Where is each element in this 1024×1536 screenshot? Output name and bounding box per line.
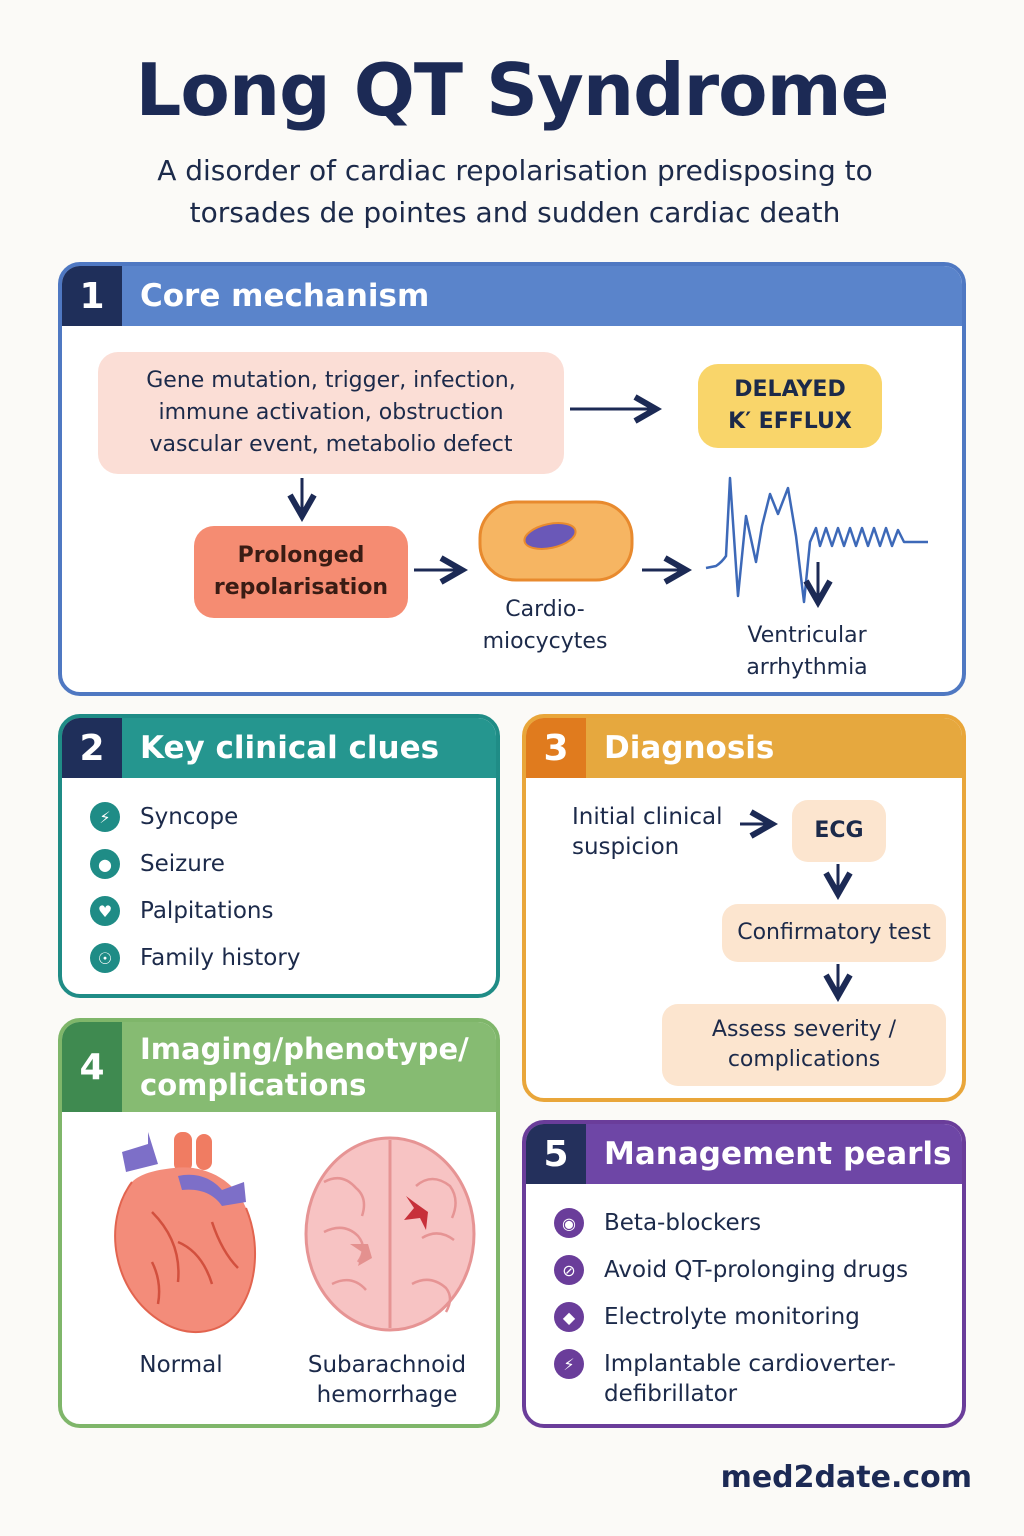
initial-line: suspicion xyxy=(572,834,680,860)
clues-list: ⚡ Syncope ● Seizure ♥ Palpitations ☉ Fam… xyxy=(90,802,486,990)
pill-icon: ◉ xyxy=(554,1208,584,1238)
assess-line: complications xyxy=(727,1047,881,1072)
list-item-label: Avoid QT-prolonging drugs xyxy=(604,1257,909,1283)
ecg-box: ECG xyxy=(792,800,886,862)
list-item: ☉ Family history xyxy=(90,943,486,990)
panel-title: Key clinical clues xyxy=(140,730,440,766)
icd-line: Implantable cardioverter- xyxy=(604,1351,896,1377)
brain-icon xyxy=(304,1136,476,1332)
diagnosis-arrows xyxy=(740,718,962,1098)
causes-line: Gene mutation, trigger, infection, xyxy=(146,368,516,393)
list-item: ◉ Beta-blockers xyxy=(554,1208,952,1255)
page-subtitle: A disorder of cardiac repolarisation pre… xyxy=(100,150,930,234)
panel-title: Core mechanism xyxy=(140,278,430,314)
seizure-icon: ● xyxy=(90,849,120,879)
icd-line: defibrillator xyxy=(604,1381,738,1407)
ventricular-arrhythmia-label: Ventricular arrhythmia xyxy=(722,620,892,684)
drop-icon: ◆ xyxy=(554,1302,584,1332)
cardiomyocytes-label: Cardio- miocycytes xyxy=(450,594,640,658)
ventricular-line: arrhythmia xyxy=(746,655,868,680)
list-item: ● Seizure xyxy=(90,849,486,896)
panel-number: 1 xyxy=(62,266,122,326)
cardio-line: Cardio- xyxy=(505,597,585,622)
initial-line: Initial clinical xyxy=(572,804,723,830)
panel-number: 5 xyxy=(526,1124,586,1184)
cardio-line: miocycytes xyxy=(482,629,608,654)
prolonged-repolarisation-box: Prolonged repolarisation xyxy=(194,526,408,618)
list-item-label: Implantable cardioverter- defibrillator xyxy=(604,1349,896,1409)
core-mechanism-panel: 1 Core mechanism Gene mutation, trigger,… xyxy=(58,262,966,696)
assess-line: Assess severity / xyxy=(711,1017,897,1042)
normal-label: Normal xyxy=(139,1352,223,1378)
list-item-label: Beta-blockers xyxy=(604,1210,762,1236)
panel-header: 4 Imaging/phenotype/ complications xyxy=(62,1022,496,1112)
causes-line: immune activation, obstruction xyxy=(158,400,504,425)
imaging-panel: 4 Imaging/phenotype/ complications Norma… xyxy=(58,1018,500,1428)
list-item-label: Electrolyte monitoring xyxy=(604,1304,860,1330)
panel-number: 3 xyxy=(526,718,586,778)
panel-header: 5 Management pearls xyxy=(526,1124,962,1184)
causes-line: vascular event, metabolio defect xyxy=(149,432,513,457)
sah-line: Subarachnoid xyxy=(307,1352,467,1378)
sah-line: hemorrhage xyxy=(316,1382,458,1408)
no-entry-icon: ⊘ xyxy=(554,1255,584,1285)
page-title: Long QT Syndrome xyxy=(135,48,889,132)
list-item: ⚡ Implantable cardioverter- defibrillato… xyxy=(554,1349,952,1409)
panel-number: 4 xyxy=(62,1022,122,1112)
subarachnoid-hemorrhage-label: Subarachnoid hemorrhage xyxy=(302,1350,472,1410)
subtitle-line-2: torsades de pointes and sudden cardiac d… xyxy=(189,196,841,229)
initial-suspicion-label: Initial clinical suspicion xyxy=(572,802,742,862)
cardiomyocyte-icon xyxy=(478,500,634,582)
list-item: ⚡ Syncope xyxy=(90,802,486,849)
title-line: Imaging/phenotype/ xyxy=(140,1032,469,1066)
ecg-trace-icon xyxy=(705,476,928,604)
prolonged-line: repolarisation xyxy=(213,575,389,600)
panel-title: Diagnosis xyxy=(604,730,775,766)
syncope-icon: ⚡ xyxy=(90,802,120,832)
list-item-label: Palpitations xyxy=(140,898,274,924)
panel-title: Imaging/phenotype/ complications xyxy=(122,1031,469,1103)
list-item-label: Seizure xyxy=(140,851,225,877)
confirmatory-test-box: Confirmatory test xyxy=(722,904,946,962)
panel-number: 2 xyxy=(62,718,122,778)
management-list: ◉ Beta-blockers ⊘ Avoid QT-prolonging dr… xyxy=(554,1208,952,1409)
heart-icon xyxy=(114,1132,256,1334)
panel-title: Management pearls xyxy=(604,1136,952,1172)
delayed-line: K′ EFFLUX xyxy=(728,409,852,434)
list-item: ♥ Palpitations xyxy=(90,896,486,943)
imaging-illustrations xyxy=(114,1132,476,1334)
management-pearls-panel: 5 Management pearls ◉ Beta-blockers ⊘ Av… xyxy=(522,1120,966,1428)
panel-header: 3 Diagnosis xyxy=(526,718,962,778)
prolonged-line: Prolonged xyxy=(237,543,365,568)
delayed-line: DELAYED xyxy=(734,377,846,402)
diagnosis-panel: 3 Diagnosis Initial clinical suspicion E… xyxy=(522,714,966,1102)
defibrillator-icon: ⚡ xyxy=(554,1349,584,1379)
panel-header: 1 Core mechanism xyxy=(62,266,962,326)
delayed-efflux-box: DELAYED K′ EFFLUX xyxy=(698,364,882,448)
key-clinical-clues-panel: 2 Key clinical clues ⚡ Syncope ● Seizure… xyxy=(58,714,500,998)
list-item: ⊘ Avoid QT-prolonging drugs xyxy=(554,1255,952,1302)
footer-site: med2date.com xyxy=(720,1460,972,1495)
causes-box: Gene mutation, trigger, infection, immun… xyxy=(98,352,564,474)
panel-header: 2 Key clinical clues xyxy=(62,718,496,778)
mechanism-diagram xyxy=(62,266,928,692)
subtitle-line-1: A disorder of cardiac repolarisation pre… xyxy=(157,154,873,187)
list-item: ◆ Electrolyte monitoring xyxy=(554,1302,952,1349)
assess-severity-box: Assess severity / complications xyxy=(662,1004,946,1086)
heart-icon: ♥ xyxy=(90,896,120,926)
family-icon: ☉ xyxy=(90,943,120,973)
list-item-label: Family history xyxy=(140,945,301,971)
list-item-label: Syncope xyxy=(140,804,239,830)
ventricular-line: Ventricular xyxy=(747,623,867,648)
title-line: complications xyxy=(140,1068,367,1102)
